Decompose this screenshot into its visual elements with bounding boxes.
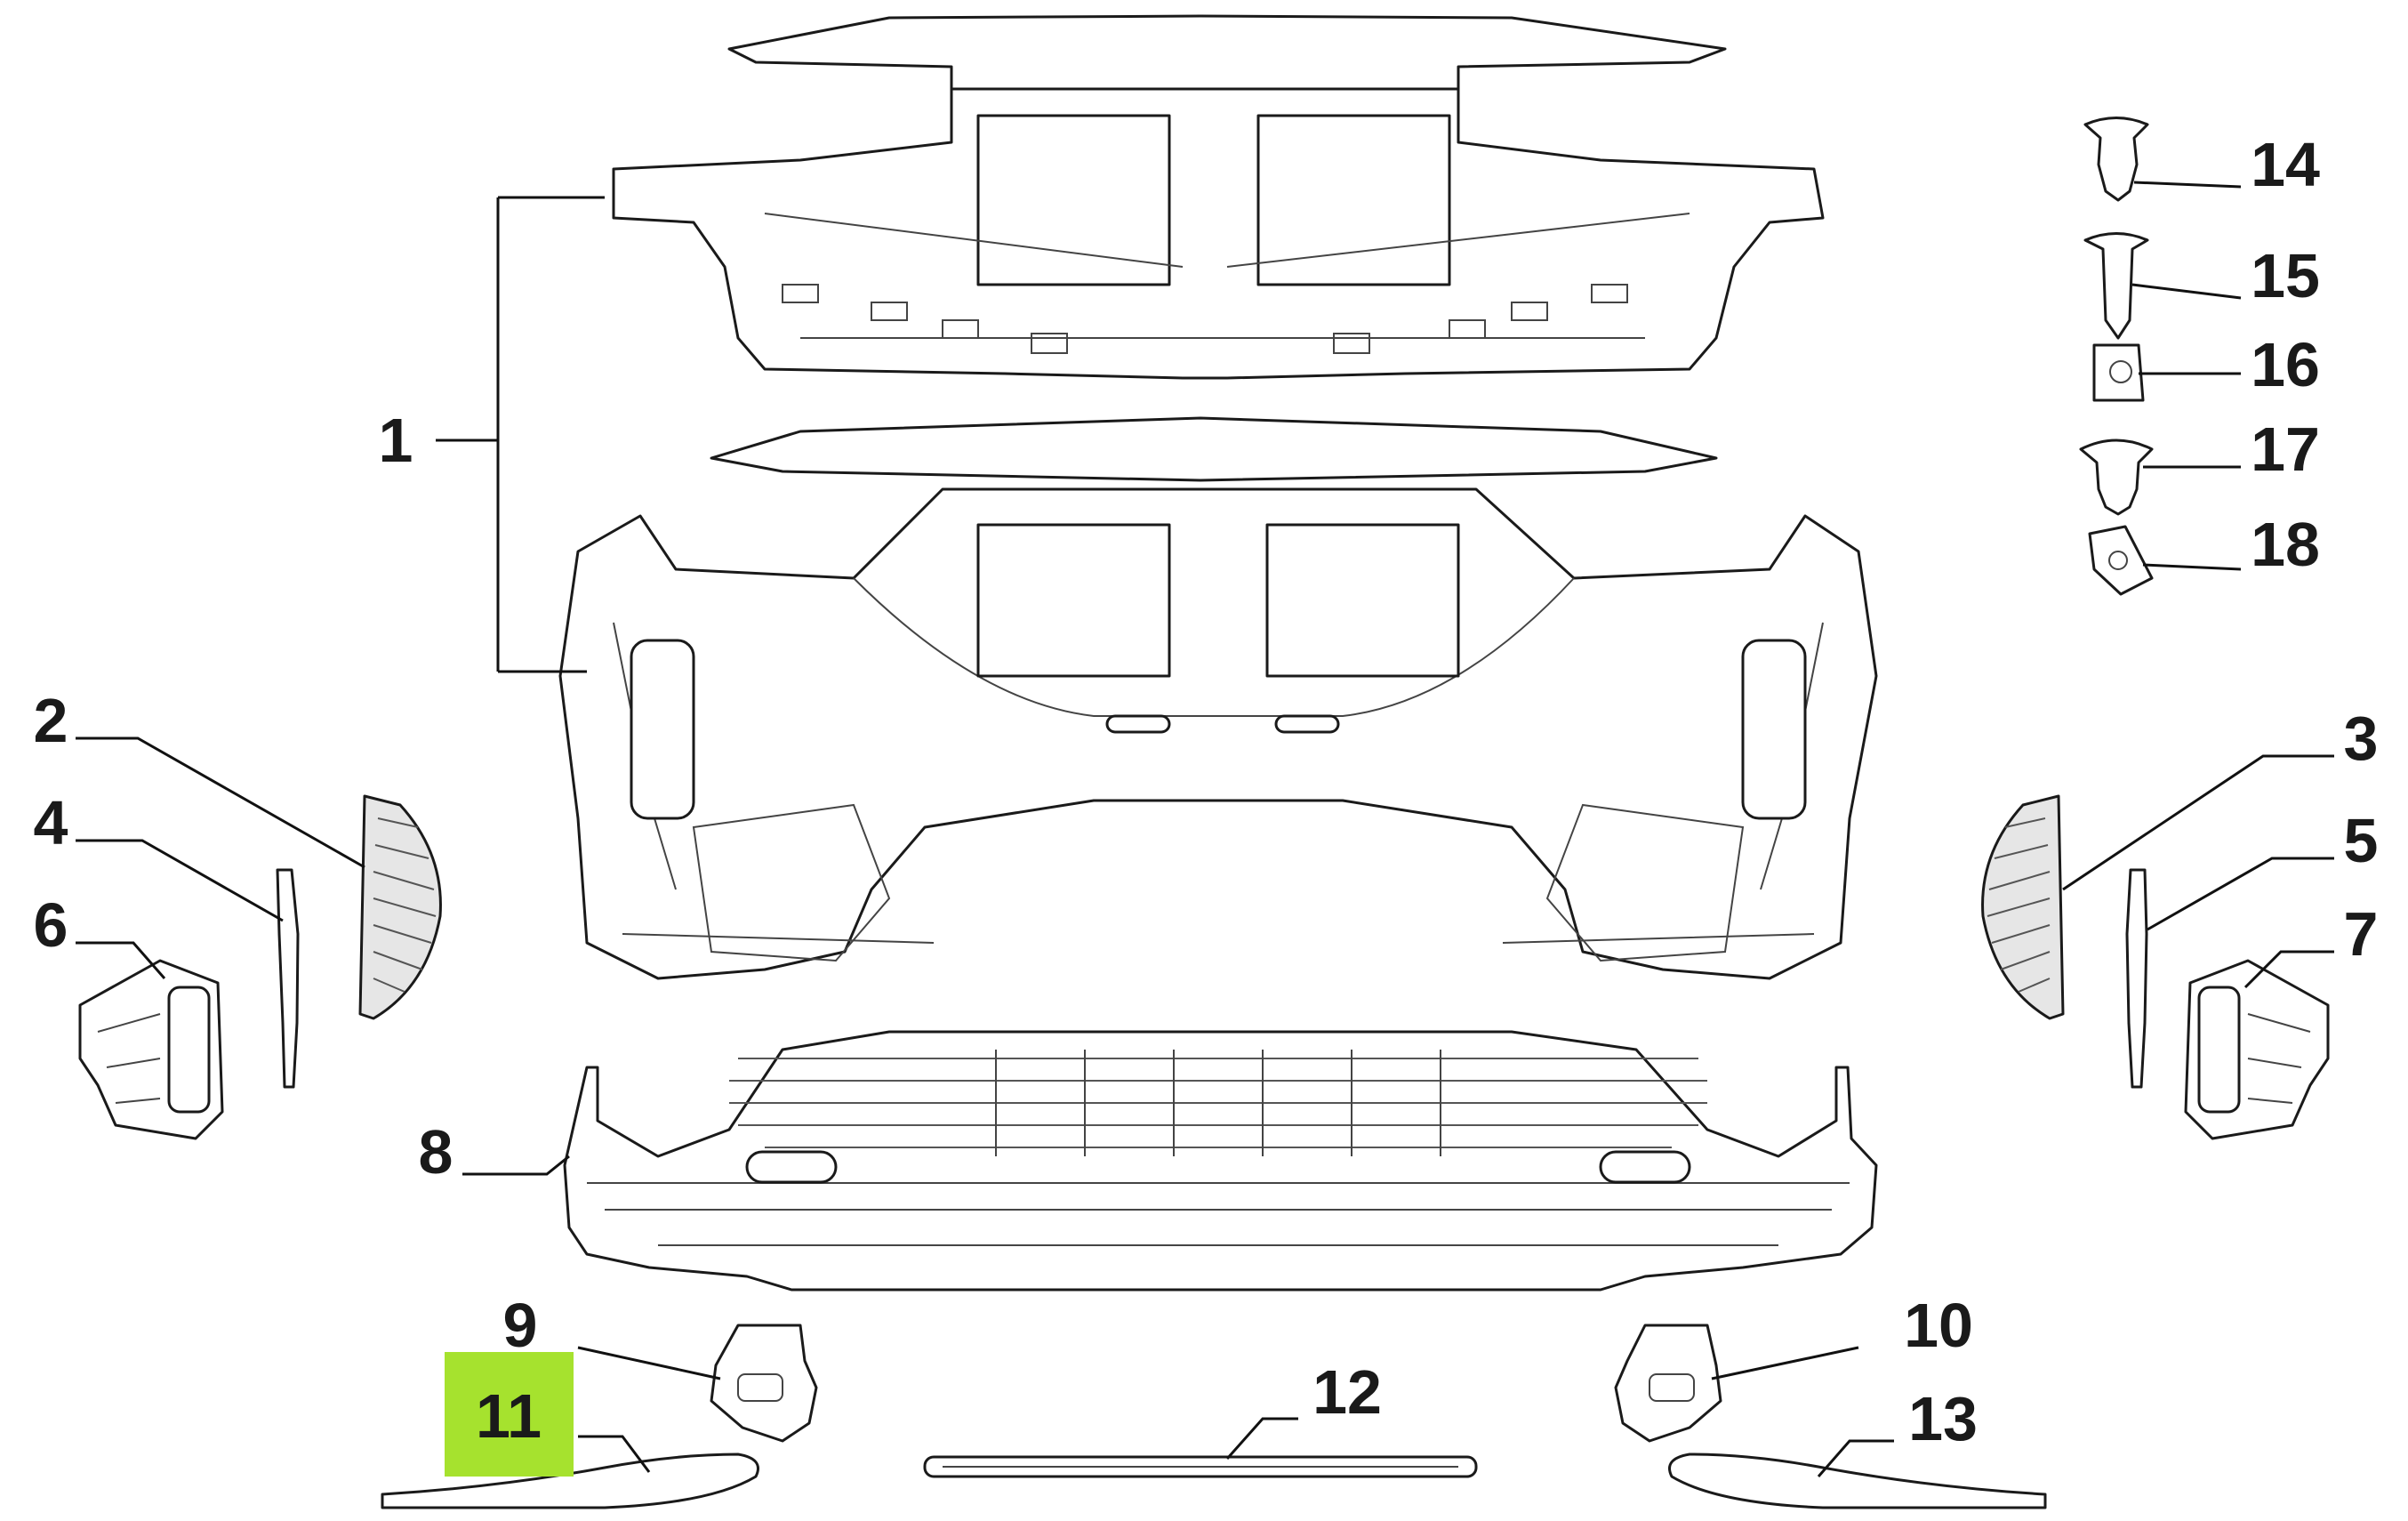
part-push-clip-17[interactable] (2079, 439, 2154, 516)
part-speed-nut-18[interactable] (2088, 525, 2154, 596)
callout-2[interactable]: 2 (34, 686, 68, 755)
part-front-bumper-cover[interactable] (558, 487, 1878, 980)
callout-12[interactable]: 12 (1312, 1357, 1382, 1427)
part-right-lower-trim[interactable] (1668, 1453, 2047, 1509)
callout-15[interactable]: 15 (2251, 241, 2320, 310)
part-push-clip-14[interactable] (2083, 117, 2149, 202)
callout-11[interactable]: 11 (476, 1381, 542, 1451)
part-upper-reinforcement[interactable] (612, 14, 1825, 380)
callout-7[interactable]: 7 (2344, 899, 2379, 969)
callout-10[interactable]: 10 (1904, 1291, 1973, 1360)
part-right-grille-insert[interactable] (1981, 794, 2065, 1020)
leader-lines (76, 181, 2334, 1477)
part-left-trim-strip[interactable] (276, 868, 300, 1089)
callout-numbers: 1 2 4 6 3 5 7 8 9 10 11 12 13 14 15 16 1… (34, 130, 2379, 1453)
callout-5[interactable]: 5 (2344, 806, 2379, 875)
part-left-bracket[interactable] (78, 959, 224, 1140)
callout-9[interactable]: 9 (503, 1291, 538, 1360)
callout-6[interactable]: 6 (34, 890, 68, 960)
part-right-bracket[interactable] (2184, 959, 2330, 1140)
callout-1[interactable]: 1 (379, 406, 413, 475)
callout-8[interactable]: 8 (419, 1117, 454, 1187)
callout-14[interactable]: 14 (2251, 130, 2320, 199)
callout-17[interactable]: 17 (2251, 414, 2320, 484)
callout-13[interactable]: 13 (1908, 1384, 1978, 1453)
callout-16[interactable]: 16 (2251, 330, 2320, 399)
part-rivet-15[interactable] (2083, 232, 2149, 340)
part-lower-bumper[interactable] (563, 1030, 1878, 1292)
callout-18[interactable]: 18 (2251, 510, 2320, 579)
callout-11-highlight (445, 1352, 574, 1477)
part-upper-cover-strip[interactable] (710, 416, 1718, 482)
callout-3[interactable]: 3 (2344, 704, 2379, 773)
part-right-trim-strip[interactable] (2125, 868, 2148, 1089)
part-left-grille-insert[interactable] (358, 794, 442, 1020)
part-center-lower-strip[interactable] (923, 1455, 1478, 1478)
callout-4[interactable]: 4 (34, 788, 68, 857)
part-right-fog-bracket[interactable] (1614, 1324, 1722, 1443)
part-left-fog-bracket[interactable] (710, 1324, 818, 1443)
part-clip-nut-16[interactable] (2092, 343, 2145, 402)
part-left-lower-trim[interactable] (381, 1453, 759, 1509)
